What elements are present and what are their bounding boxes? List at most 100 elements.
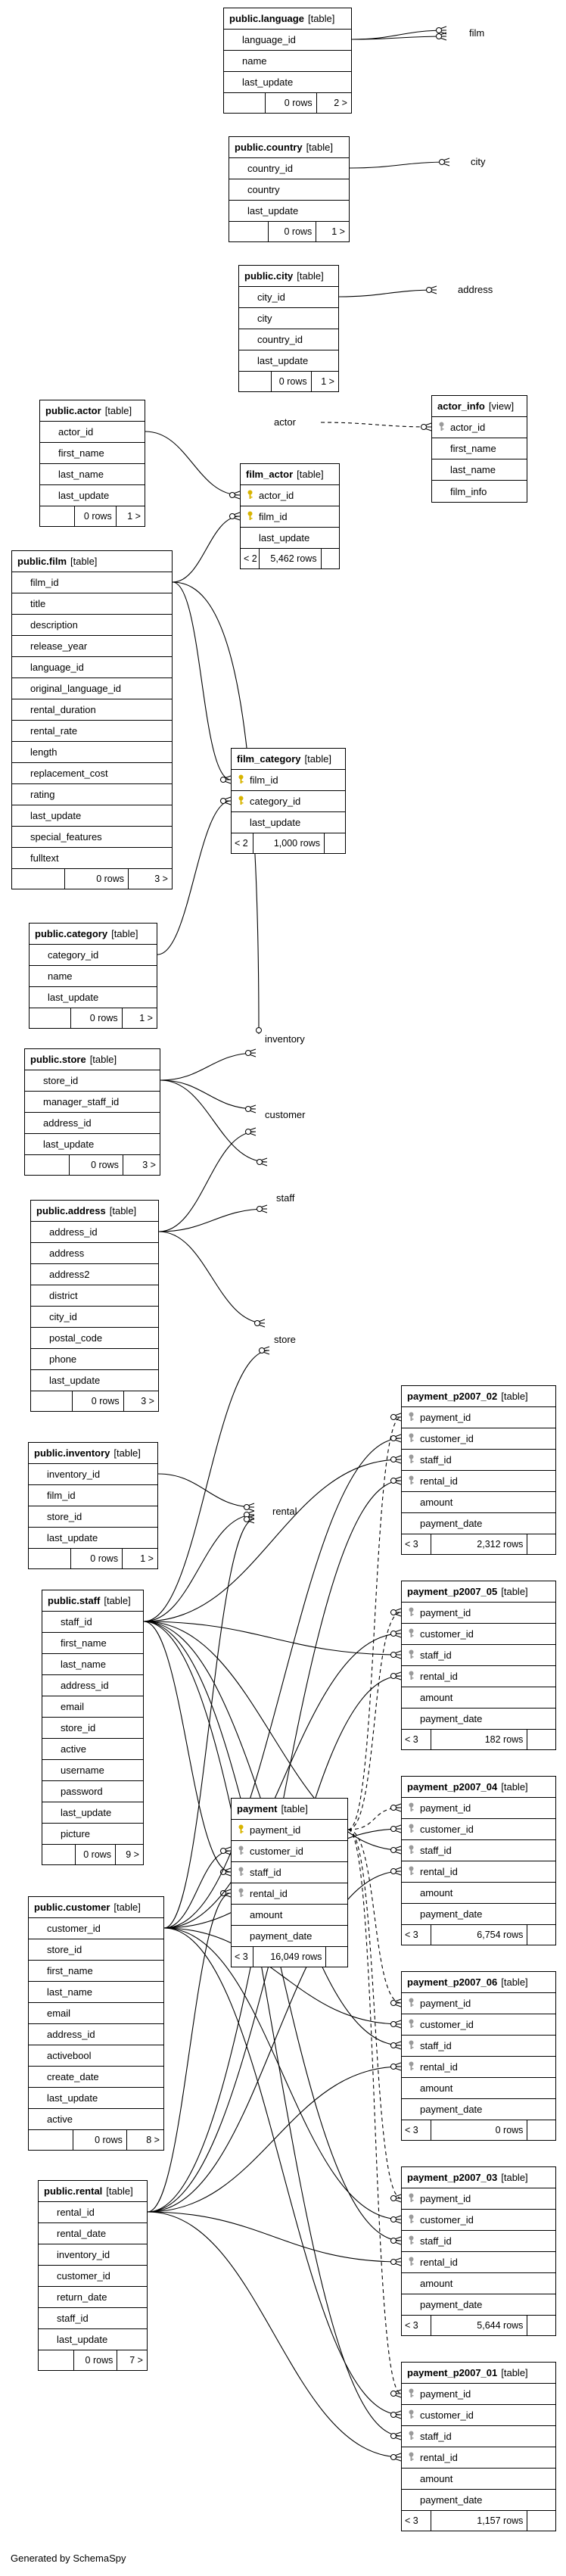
column-last-update[interactable]: last_update: [25, 1134, 160, 1155]
column-create-date[interactable]: create_date: [29, 2067, 163, 2088]
table-name[interactable]: public.address: [36, 1205, 106, 1216]
column-customer-id[interactable]: customer_id: [402, 1624, 555, 1645]
column-city[interactable]: city: [239, 308, 338, 329]
children-count[interactable]: [527, 2120, 555, 2140]
external-table-customer[interactable]: customer: [265, 1109, 306, 1120]
children-count[interactable]: 1 >: [331, 226, 345, 237]
children-count[interactable]: 9 >: [126, 1849, 139, 1860]
children-count[interactable]: [527, 1730, 555, 1749]
children-count[interactable]: 2 >: [334, 98, 347, 108]
column-first-name[interactable]: first_name: [40, 443, 145, 464]
column-amount[interactable]: amount: [232, 1905, 347, 1926]
parents-count[interactable]: [29, 2130, 73, 2150]
table-name[interactable]: public.country: [235, 142, 303, 153]
column-postal-code[interactable]: postal_code: [31, 1328, 158, 1349]
column-rental-id[interactable]: rental_id: [402, 1666, 555, 1687]
column-last-update[interactable]: last_update: [224, 72, 351, 93]
column-last-update[interactable]: last_update: [29, 2088, 163, 2109]
column-store-id[interactable]: store_id: [29, 1939, 163, 1961]
children-count[interactable]: [527, 2316, 555, 2335]
column-replacement-cost[interactable]: replacement_cost: [12, 763, 172, 784]
column-payment-date[interactable]: payment_date: [232, 1926, 347, 1947]
parents-count[interactable]: < 3: [402, 2511, 431, 2531]
column-last-update[interactable]: last_update: [241, 528, 339, 549]
column-last-update[interactable]: last_update: [229, 201, 349, 222]
column-description[interactable]: description: [12, 615, 172, 636]
column-customer-id[interactable]: customer_id: [402, 1428, 555, 1450]
column-payment-id[interactable]: payment_id: [232, 1820, 347, 1841]
column-city-id[interactable]: city_id: [239, 287, 338, 308]
column-customer-id[interactable]: customer_id: [39, 2266, 147, 2287]
table-name[interactable]: public.category: [35, 928, 108, 939]
column-rental-id[interactable]: rental_id: [402, 1861, 555, 1883]
parents-count[interactable]: [29, 1549, 72, 1568]
children-count[interactable]: 8 >: [146, 2135, 160, 2145]
column-customer-id[interactable]: customer_id: [402, 1819, 555, 1840]
external-table-address[interactable]: address: [458, 284, 493, 295]
parents-count[interactable]: < 3: [402, 1925, 431, 1945]
column-last-name[interactable]: last_name: [432, 459, 527, 481]
column-email[interactable]: email: [29, 2003, 163, 2024]
column-last-update[interactable]: last_update: [40, 485, 145, 506]
column-address-id[interactable]: address_id: [25, 1113, 160, 1134]
table-name[interactable]: public.staff: [48, 1595, 101, 1606]
column-rental-id[interactable]: rental_id: [402, 1471, 555, 1492]
column-first-name[interactable]: first_name: [29, 1961, 163, 1982]
column-address2[interactable]: address2: [31, 1264, 158, 1285]
column-first-name[interactable]: first_name: [42, 1633, 143, 1654]
column-active[interactable]: active: [29, 2109, 163, 2130]
column-rental-date[interactable]: rental_date: [39, 2223, 147, 2244]
column-customer-id[interactable]: customer_id: [402, 2014, 555, 2036]
children-count[interactable]: [527, 1534, 555, 1554]
table-name[interactable]: public.customer: [34, 1902, 110, 1913]
parents-count[interactable]: [25, 1155, 70, 1175]
children-count[interactable]: 3 >: [142, 1160, 156, 1170]
column-payment-id[interactable]: payment_id: [402, 1798, 555, 1819]
parents-count[interactable]: [224, 93, 266, 113]
column-language-id[interactable]: language_id: [224, 30, 351, 51]
column-username[interactable]: username: [42, 1760, 143, 1781]
column-country[interactable]: country: [229, 179, 349, 201]
column-address-id[interactable]: address_id: [31, 1222, 158, 1243]
column-actor-id[interactable]: actor_id: [241, 485, 339, 506]
table-name[interactable]: actor_info: [437, 400, 485, 412]
children-count[interactable]: 1 >: [321, 376, 334, 387]
column-staff-id[interactable]: staff_id: [402, 2036, 555, 2057]
table-name[interactable]: payment_p2007_05: [407, 1586, 498, 1597]
table-name[interactable]: public.store: [30, 1054, 86, 1065]
external-table-film[interactable]: film: [469, 27, 485, 39]
column-film-id[interactable]: film_id: [241, 506, 339, 528]
children-count[interactable]: [326, 1947, 347, 1967]
external-table-city[interactable]: city: [471, 156, 486, 167]
column-address-id[interactable]: address_id: [29, 2024, 163, 2045]
column-name[interactable]: name: [30, 966, 157, 987]
column-original-language-id[interactable]: original_language_id: [12, 678, 172, 699]
column-customer-id[interactable]: customer_id: [29, 1918, 163, 1939]
parents-count[interactable]: < 3: [402, 2316, 431, 2335]
parents-count[interactable]: < 3: [402, 1534, 431, 1554]
external-table-store[interactable]: store: [274, 1334, 296, 1345]
column-district[interactable]: district: [31, 1285, 158, 1307]
column-password[interactable]: password: [42, 1781, 143, 1802]
parents-count[interactable]: < 3: [232, 1947, 254, 1967]
column-phone[interactable]: phone: [31, 1349, 158, 1370]
table-name[interactable]: payment: [237, 1803, 278, 1814]
column-address[interactable]: address: [31, 1243, 158, 1264]
column-active[interactable]: active: [42, 1739, 143, 1760]
table-name[interactable]: payment_p2007_03: [407, 2172, 498, 2183]
parents-count[interactable]: < 3: [402, 2120, 431, 2140]
table-name[interactable]: public.rental: [44, 2185, 103, 2197]
column-city-id[interactable]: city_id: [31, 1307, 158, 1328]
column-payment-date[interactable]: payment_date: [402, 1709, 555, 1730]
column-manager-staff-id[interactable]: manager_staff_id: [25, 1092, 160, 1113]
column-staff-id[interactable]: staff_id: [39, 2308, 147, 2329]
column-special-features[interactable]: special_features: [12, 827, 172, 848]
parents-count[interactable]: < 2: [241, 549, 260, 568]
external-table-rental[interactable]: rental: [272, 1506, 297, 1517]
column-amount[interactable]: amount: [402, 2469, 555, 2490]
column-rental-id[interactable]: rental_id: [402, 2447, 555, 2469]
table-name[interactable]: payment_p2007_06: [407, 1976, 498, 1988]
parents-count[interactable]: [31, 1391, 73, 1411]
column-staff-id[interactable]: staff_id: [402, 1450, 555, 1471]
children-count[interactable]: [325, 833, 345, 853]
